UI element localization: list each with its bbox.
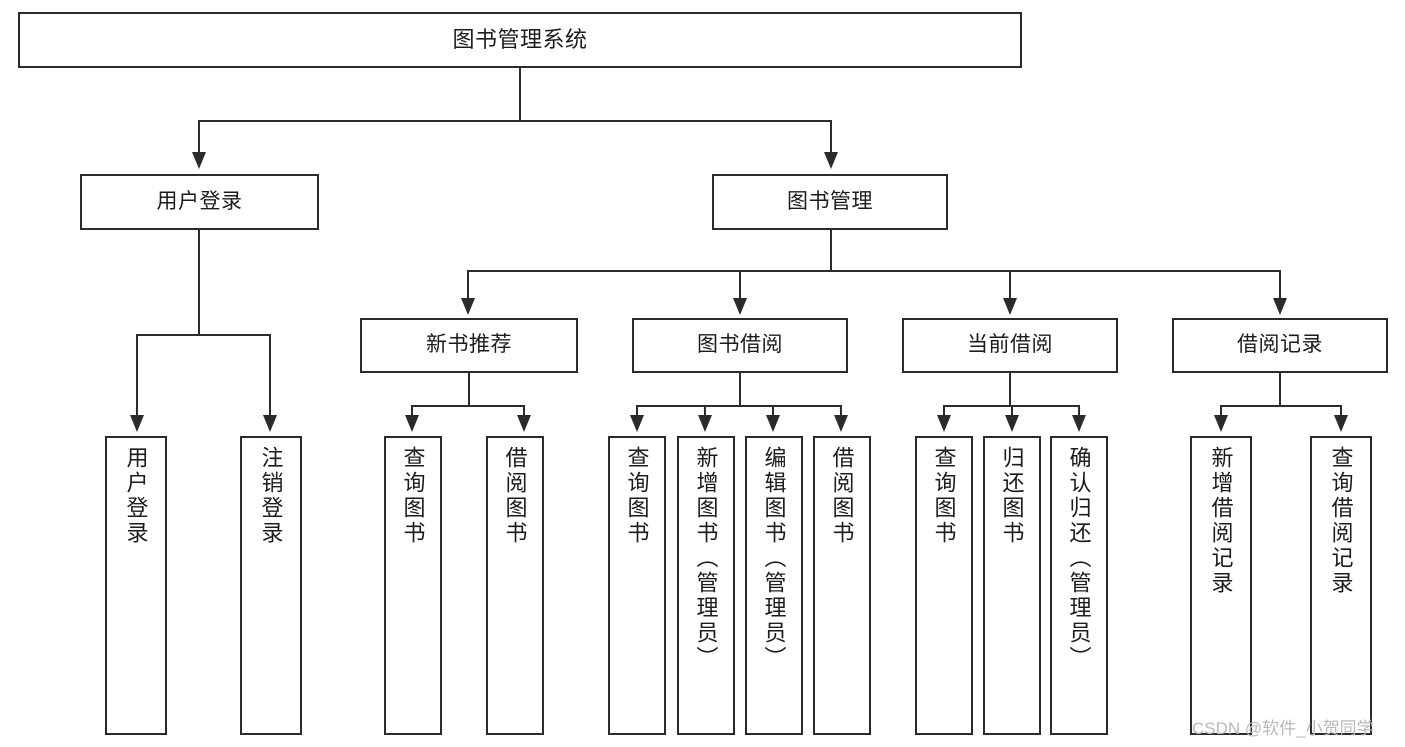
arrowhead-borrow-record-leaf-0 [1214,415,1228,432]
node-label: 查询图书 [400,446,426,546]
arrowhead-current-borrow-leaf-1 [1005,415,1019,432]
leaf-new-book-0[interactable]: 查询图书 [384,436,442,735]
leaf-new-book-1[interactable]: 借阅图书 [486,436,544,735]
edge-to-user-login [198,120,200,157]
node-label: 图书管理系统 [452,27,588,53]
arrowhead-current-borrow-leaf-2 [1072,415,1086,432]
node-label: 当前借阅 [967,333,1053,357]
edge-to-current-borrow [1009,270,1011,302]
node-label: 新增借阅记录 [1208,446,1234,596]
edge-user-login-bus [136,334,270,336]
arrowhead-new-book-leaf-1 [517,415,531,432]
edge-level2-bus [198,120,832,122]
leaf-borrow-record-1[interactable]: 查询借阅记录 [1310,436,1372,735]
node-new-book-recommend[interactable]: 新书推荐 [360,318,578,373]
node-user-login[interactable]: 用户登录 [80,174,319,230]
edge-new-book-stem [468,373,470,406]
leaf-current-borrow-1[interactable]: 归还图书 [983,436,1041,735]
edge-book-borrow-leaf-1 [704,405,706,419]
arrowhead-current-borrow-leaf-0 [937,415,951,432]
node-label: 图书管理 [787,189,873,213]
node-book-management[interactable]: 图书管理 [712,174,948,230]
node-label: 借阅图书 [829,446,855,546]
edge-borrow-record-bus [1220,405,1342,407]
arrowhead-borrow-record [1273,298,1287,315]
node-label: 查询图书 [624,446,650,546]
edge-to-book-manage [830,120,832,157]
leaf-current-borrow-2[interactable]: 确认归还（管理员） [1050,436,1108,735]
node-label: 借阅图书 [502,446,528,546]
arrowhead-borrow-record-leaf-1 [1334,415,1348,432]
edge-new-book-leaf-1 [523,405,525,419]
node-label: 图书借阅 [697,333,783,357]
arrowhead-book-borrow-leaf-0 [630,415,644,432]
edge-to-book-borrow [739,270,741,302]
edge-user-login-stem [198,230,200,335]
edge-borrow-record-leaf-1 [1340,405,1342,419]
edge-root-stem [519,68,521,121]
edge-user-login-leaf-0 [136,334,138,419]
leaf-user-login-1[interactable]: 注销登录 [240,436,302,735]
node-label: 查询借阅记录 [1328,446,1354,596]
edge-book-borrow-leaf-3 [840,405,842,419]
leaf-book-borrow-0[interactable]: 查询图书 [608,436,666,735]
edge-book-borrow-leaf-0 [636,405,638,419]
node-label: 新增图书（管理员） [693,446,719,671]
arrowhead-book-borrow-leaf-2 [766,415,780,432]
edge-borrow-record-stem [1279,373,1281,406]
leaf-current-borrow-0[interactable]: 查询图书 [915,436,973,735]
arrowhead-book-borrow [733,298,747,315]
edge-book-borrow-stem [739,373,741,406]
node-root-system[interactable]: 图书管理系统 [18,12,1022,68]
arrowhead-new-book-leaf-0 [405,415,419,432]
edge-book-manage-stem [830,230,832,271]
arrowhead-new-book [461,298,475,315]
edge-to-borrow-record [1279,270,1281,302]
node-label: 新书推荐 [426,333,512,357]
edge-borrow-record-leaf-0 [1220,405,1222,419]
node-label: 编辑图书（管理员） [761,446,787,671]
node-book-borrow[interactable]: 图书借阅 [632,318,848,373]
arrowhead-book-borrow-leaf-3 [834,415,848,432]
leaf-user-login-0[interactable]: 用户登录 [105,436,167,735]
leaf-book-borrow-2[interactable]: 编辑图书（管理员） [745,436,803,735]
edge-to-new-book [467,270,469,302]
edge-new-book-leaf-0 [411,405,413,419]
edge-current-borrow-leaf-1 [1011,405,1013,419]
edge-new-book-bus [411,405,525,407]
node-current-borrow[interactable]: 当前借阅 [902,318,1118,373]
arrowhead-user-login-leaf-0 [130,415,144,432]
edge-current-borrow-leaf-2 [1078,405,1080,419]
node-label: 用户登录 [156,189,243,213]
node-label: 注销登录 [258,446,284,546]
node-label: 查询图书 [931,446,957,546]
edge-book-borrow-bus [636,405,842,407]
edge-book-borrow-leaf-2 [772,405,774,419]
node-borrow-record[interactable]: 借阅记录 [1172,318,1388,373]
leaf-borrow-record-0[interactable]: 新增借阅记录 [1190,436,1252,735]
node-label: 归还图书 [999,446,1025,546]
arrowhead-user-login [192,152,206,169]
node-label: 借阅记录 [1237,333,1323,357]
node-label: 用户登录 [123,446,149,546]
edge-current-borrow-stem [1009,373,1011,406]
arrowhead-book-manage [824,152,838,169]
arrowhead-current-borrow [1003,298,1017,315]
edge-level3-bus [467,270,1280,272]
edge-current-borrow-leaf-0 [943,405,945,419]
edge-user-login-leaf-1 [269,334,271,419]
arrowhead-book-borrow-leaf-1 [698,415,712,432]
node-label: 确认归还（管理员） [1066,446,1092,671]
leaf-book-borrow-1[interactable]: 新增图书（管理员） [677,436,735,735]
arrowhead-user-login-leaf-1 [263,415,277,432]
leaf-book-borrow-3[interactable]: 借阅图书 [813,436,871,735]
